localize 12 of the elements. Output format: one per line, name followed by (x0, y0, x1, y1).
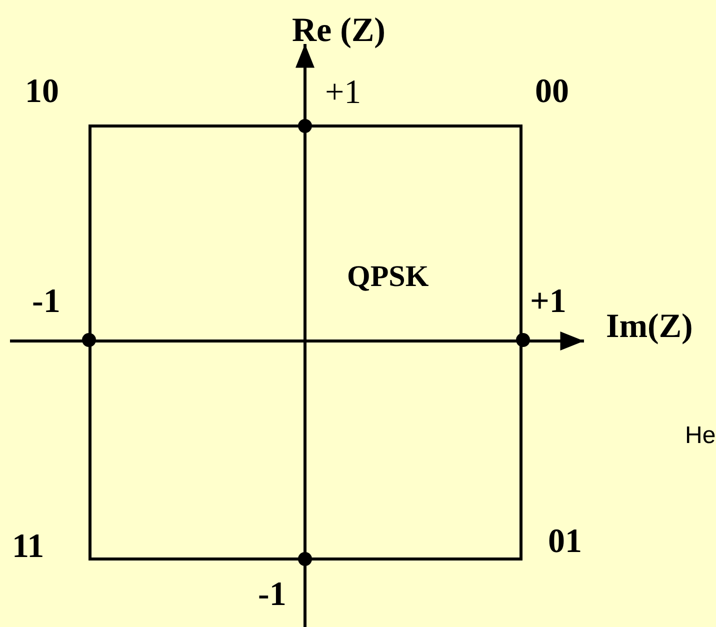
axis-label: Re (Z) (292, 14, 386, 48)
bit-label: 10 (25, 75, 59, 109)
text-fragment: He (685, 424, 716, 448)
tick-label: -1 (258, 578, 286, 612)
bit-label: 00 (535, 75, 569, 109)
tick-label: +1 (530, 285, 566, 319)
bit-label: 11 (12, 530, 44, 564)
tick-label: -1 (32, 285, 60, 319)
bit-label: 01 (548, 525, 582, 559)
tick-label: +1 (325, 76, 362, 110)
diagram-label: QPSK (347, 262, 429, 292)
axis-label: Im(Z) (606, 310, 693, 344)
